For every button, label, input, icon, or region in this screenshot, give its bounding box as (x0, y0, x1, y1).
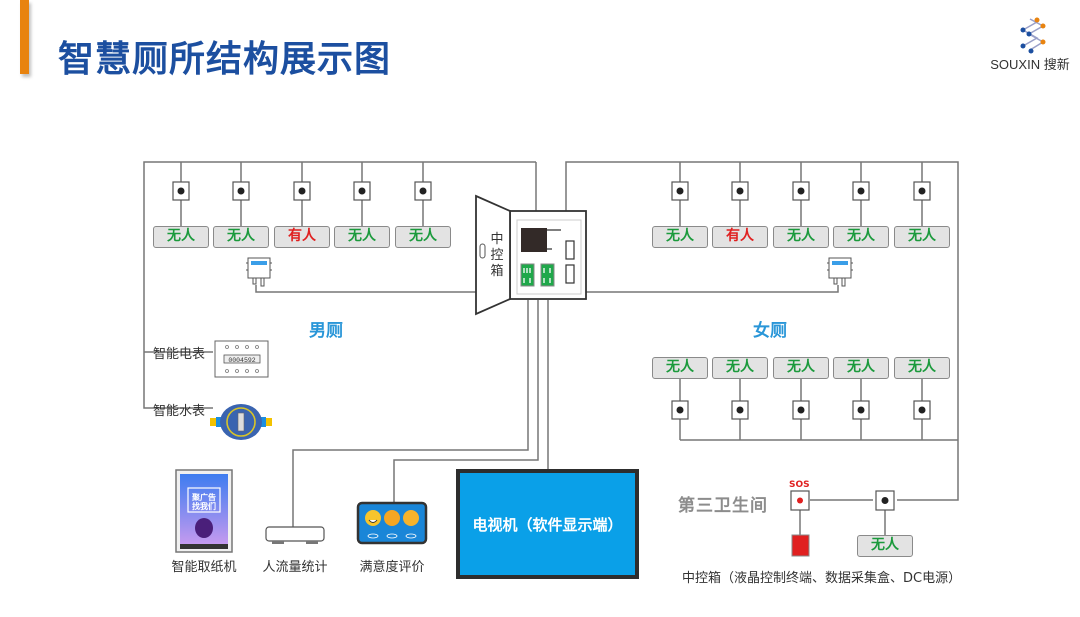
satisfaction-panel-icon (356, 501, 428, 545)
water-meter-label: 智能水表 (153, 404, 206, 419)
electric-meter-label: 智能电表 (153, 347, 206, 362)
men-stall-sensors (172, 181, 432, 201)
women-stall-status: 无人 (894, 226, 950, 248)
people-counter-label: 人流量统计 (262, 560, 328, 575)
svg-text:聚广告: 聚广告 (191, 492, 216, 502)
stall-sensor-icon (792, 400, 810, 420)
women-stall-status: 无人 (652, 357, 708, 379)
sos-label: SOS (789, 480, 810, 490)
women-stall-status: 有人 (712, 226, 768, 248)
tv-label: 电视机（软件显示端） (472, 515, 623, 534)
brand-name: SOUXIN 搜新 (990, 57, 1070, 72)
stall-sensor-icon (671, 400, 689, 420)
stall-sensor-icon (731, 400, 749, 420)
control-box-label: 中 控 箱 (490, 232, 504, 280)
women-stall-status: 无人 (712, 357, 768, 379)
svg-text:找我们: 找我们 (192, 501, 216, 511)
women-stall-status: 无人 (652, 226, 708, 248)
control-box-icon (475, 194, 587, 316)
stall-sensor-icon (414, 181, 432, 201)
meter-reading: 0004592 (228, 357, 255, 364)
tv-display: 电视机（软件显示端） (456, 469, 639, 579)
air-quality-sensor-icon (827, 257, 853, 287)
stall-sensor-icon (731, 181, 749, 201)
page-title: 智慧厕所结构展示图 (58, 39, 392, 80)
souxin-logo-icon (1020, 17, 1046, 54)
women-stall-sensors-top (671, 181, 931, 201)
stall-sensor-icon (852, 400, 870, 420)
men-stall-status: 无人 (153, 226, 209, 248)
women-stall-status: 无人 (894, 357, 950, 379)
title-accent-bar (20, 0, 29, 74)
men-room-label: 男厕 (309, 321, 343, 341)
water-meter-icon (210, 404, 272, 440)
women-stall-status: 无人 (833, 226, 889, 248)
women-stall-status: 无人 (773, 357, 829, 379)
stall-sensor-icon (913, 400, 931, 420)
men-stall-status: 无人 (334, 226, 390, 248)
control-box-label-char: 控 (490, 248, 504, 263)
women-stall-status: 无人 (833, 357, 889, 379)
men-stall-status: 有人 (274, 226, 330, 248)
stall-sensor-icon (172, 181, 190, 201)
paper-dispenser-label: 智能取纸机 (171, 560, 237, 575)
people-counter-icon (265, 526, 325, 544)
brand-logo: SOUXIN 搜新 (985, 16, 1075, 76)
stall-sensor-icon (353, 181, 371, 201)
air-quality-sensor-icon (246, 257, 272, 287)
men-stall-status: 无人 (213, 226, 269, 248)
electric-meter-icon: 0004592 (214, 340, 269, 378)
stall-sensor-icon (875, 490, 895, 511)
stall-sensor-icon (232, 181, 250, 201)
satisfaction-label: 满意度评价 (359, 560, 425, 575)
control-box-caption: 中控箱（液晶控制终端、数据采集盒、DC电源） (682, 571, 962, 586)
stall-sensor-icon (671, 181, 689, 201)
sos-button-icon (790, 490, 810, 557)
stall-sensor-icon (293, 181, 311, 201)
third-restroom-label: 第三卫生间 (678, 496, 768, 516)
stall-sensor-icon (852, 181, 870, 201)
third-restroom-status: 无人 (857, 535, 913, 557)
women-stall-sensors-bottom (671, 400, 931, 420)
men-stall-status: 无人 (395, 226, 451, 248)
women-stall-status: 无人 (773, 226, 829, 248)
control-box-label-char: 箱 (490, 264, 504, 279)
women-room-label: 女厕 (753, 321, 787, 341)
stall-sensor-icon (792, 181, 810, 201)
control-box-label-char: 中 (490, 232, 504, 247)
paper-dispenser-icon: 聚广告 找我们 (175, 469, 233, 553)
stall-sensor-icon (913, 181, 931, 201)
